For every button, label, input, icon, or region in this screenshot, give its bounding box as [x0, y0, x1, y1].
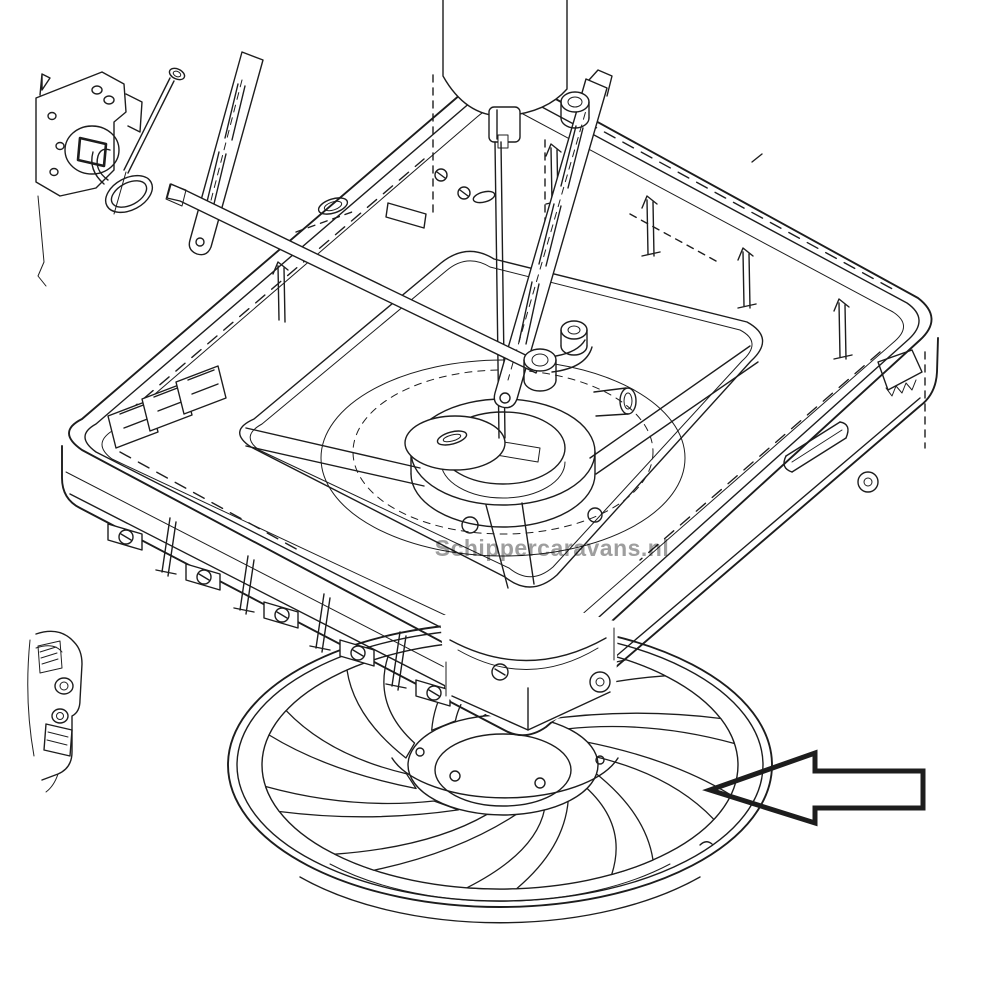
- fan-blade: [264, 785, 460, 818]
- edge-bracket: [27, 630, 83, 793]
- fan-rim-depth-inner: [329, 863, 671, 902]
- opening-inner: [249, 260, 753, 578]
- skirt-band: [65, 471, 513, 703]
- mount-hole: [534, 777, 546, 789]
- front-corner-block: [440, 598, 618, 732]
- hidden-line: [629, 213, 717, 262]
- hidden-line: [639, 351, 881, 561]
- vent-housing: [61, 74, 939, 846]
- hidden-line: [295, 211, 353, 233]
- connecting-bar: [165, 183, 541, 374]
- floor-details: [317, 168, 496, 229]
- crank-linkage: [523, 320, 593, 392]
- opening-outer: [239, 250, 764, 588]
- highlight-arrow-icon: [702, 749, 926, 827]
- loose-parts: [27, 67, 186, 793]
- watermark-logo: Schippercaravans.nl: [435, 495, 670, 561]
- skirt-band: [69, 493, 509, 719]
- terminal-blocks: [107, 365, 227, 449]
- crank-drive-block: [35, 71, 143, 287]
- tick-mark: [751, 153, 763, 163]
- fan-blade: [334, 813, 518, 871]
- skirt-outline: [61, 337, 939, 737]
- crank-handle-wire: [91, 67, 186, 215]
- mount-hole: [449, 770, 461, 782]
- crank-tube: [443, 0, 567, 117]
- car-headlight: [616, 495, 626, 503]
- fan-collar: [404, 387, 637, 534]
- platform-circle: [320, 359, 686, 557]
- fan-hub-inner: [434, 733, 572, 807]
- pitch-circle-dashed: [352, 369, 654, 535]
- lid-arm-right: [493, 69, 613, 409]
- skirt-fins: [155, 517, 407, 691]
- right-skirt-details: [783, 349, 923, 493]
- spider-arms: [245, 345, 759, 589]
- hidden-line: [127, 158, 425, 413]
- fan-blade: [584, 771, 654, 876]
- screw-bosses: [107, 523, 451, 707]
- fan-blade: [583, 740, 732, 821]
- fan-blade: [268, 709, 417, 790]
- tick-mark: [699, 841, 713, 846]
- fan-rim-depth: [299, 876, 701, 924]
- fan-blade: [540, 712, 736, 745]
- fan-blade: [466, 799, 569, 890]
- lift-mechanism: [165, 0, 613, 439]
- hidden-line: [119, 451, 301, 552]
- watermark-text: Schippercaravans.nl: [435, 535, 670, 561]
- hidden-line: [585, 121, 899, 293]
- mount-hole: [415, 747, 425, 757]
- motor-mount-plate: [391, 757, 619, 799]
- fan-blade: [346, 654, 416, 759]
- mount-hole: [595, 755, 605, 765]
